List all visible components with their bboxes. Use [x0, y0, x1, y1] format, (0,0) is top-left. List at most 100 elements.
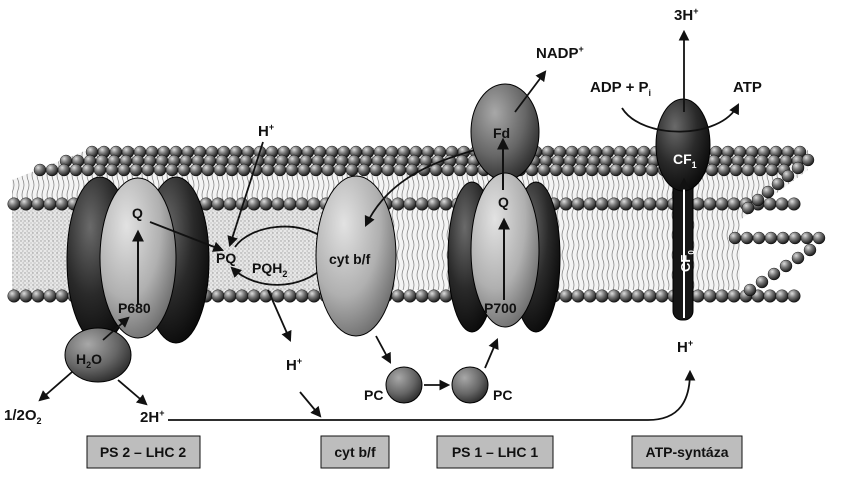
p680-label: P680: [118, 300, 151, 316]
lipid-bead: [82, 164, 94, 176]
lipid-bead: [392, 198, 405, 211]
lipid-bead: [656, 198, 669, 211]
lipid-bead: [428, 198, 441, 211]
lipid-bead: [190, 164, 202, 176]
lipid-bead: [584, 290, 597, 303]
lipid-bead: [560, 290, 573, 303]
lipid-bead: [440, 198, 453, 211]
lipid-bead: [608, 198, 621, 211]
lipid-bead: [404, 290, 417, 303]
lipid-bead: [562, 164, 574, 176]
lipid-bead: [32, 290, 45, 303]
lipid-bead: [334, 164, 346, 176]
lipid-bead: [762, 186, 774, 198]
lipid-bead: [584, 198, 597, 211]
pc-right-label: PC: [493, 387, 512, 403]
atp-product-label: ATP: [733, 79, 762, 96]
lipid-bead: [212, 198, 225, 211]
2h-plus-label: 2H+: [140, 408, 164, 426]
lipid-bead: [296, 290, 309, 303]
lipid-bead: [634, 164, 646, 176]
lipid-bead: [765, 232, 777, 244]
lipid-bead: [753, 232, 765, 244]
lipid-bead: [752, 194, 764, 206]
lipid-bead: [248, 198, 261, 211]
pc-left-label: PC: [364, 387, 383, 403]
lipid-bead: [608, 290, 621, 303]
lipid-bead: [586, 164, 598, 176]
lipid-bead: [632, 290, 645, 303]
lipid-bead: [574, 164, 586, 176]
lipid-bead: [742, 164, 754, 176]
lipid-bead: [226, 164, 238, 176]
lipid-bead: [729, 232, 741, 244]
lipid-bead: [538, 164, 550, 176]
lipid-bead: [646, 164, 658, 176]
lipid-bead: [572, 290, 585, 303]
lipid-bead: [596, 290, 609, 303]
lipid-bead: [454, 164, 466, 176]
q-right-label: Q: [498, 194, 509, 210]
lipid-bead: [382, 164, 394, 176]
lipid-bead: [730, 164, 742, 176]
lipid-bead: [224, 198, 237, 211]
p700-label: P700: [484, 300, 517, 316]
lipid-bead: [692, 198, 705, 211]
lipid-bead: [742, 202, 754, 214]
lipid-bead: [8, 198, 21, 211]
lipid-bead: [788, 198, 801, 211]
lipid-bead: [782, 170, 794, 182]
q-left-label: Q: [132, 205, 143, 221]
lipid-bead: [656, 290, 669, 303]
h-plus-top-label: H+: [258, 122, 274, 140]
lipid-bead: [8, 290, 21, 303]
adp-pi-label: ADP + Pi: [590, 79, 651, 98]
cytbf-inner-label: cyt b/f: [329, 251, 371, 267]
nadp-label: NADP+: [536, 44, 584, 62]
pq-label: PQ: [216, 250, 236, 266]
atp-box-label: ATP-syntáza: [646, 444, 729, 460]
lipid-bead: [58, 164, 70, 176]
lipid-bead: [756, 276, 768, 288]
lipid-bead: [792, 252, 804, 264]
lipid-bead: [20, 198, 33, 211]
lipid-bead: [644, 290, 657, 303]
lipid-bead: [741, 232, 753, 244]
lipid-bead: [728, 198, 741, 211]
lipid-bead: [44, 198, 57, 211]
lipid-bead: [394, 164, 406, 176]
lipid-bead: [416, 290, 429, 303]
lipid-bead: [764, 290, 777, 303]
lipid-bead: [596, 198, 609, 211]
lipid-bead: [789, 232, 801, 244]
lipid-bead: [272, 198, 285, 211]
lipid-bead: [202, 164, 214, 176]
lipid-bead: [622, 164, 634, 176]
lipid-bead: [428, 290, 441, 303]
lipid-bead: [598, 164, 610, 176]
lipid-bead: [754, 164, 766, 176]
lipid-bead: [298, 164, 310, 176]
lipid-bead: [772, 178, 784, 190]
lipid-bead: [130, 164, 142, 176]
lipid-bead: [248, 290, 261, 303]
lipid-bead: [404, 198, 417, 211]
lipid-bead: [310, 164, 322, 176]
fd-label: Fd: [493, 125, 510, 141]
lipid-bead: [224, 290, 237, 303]
lipid-bead: [142, 164, 154, 176]
lipid-bead: [284, 290, 297, 303]
lipid-bead: [308, 290, 321, 303]
half-o2-label: 1/2O2: [4, 407, 42, 426]
lipid-bead: [358, 164, 370, 176]
lipid-bead: [44, 290, 57, 303]
lipid-bead: [284, 198, 297, 211]
lipid-bead: [550, 164, 562, 176]
lipid-bead: [106, 164, 118, 176]
lipid-bead: [644, 198, 657, 211]
ps1-box-label: PS 1 – LHC 1: [452, 444, 539, 460]
lipid-bead: [706, 164, 718, 176]
lipid-bead: [620, 290, 633, 303]
lipid-bead: [308, 198, 321, 211]
lipid-bead: [744, 284, 756, 296]
